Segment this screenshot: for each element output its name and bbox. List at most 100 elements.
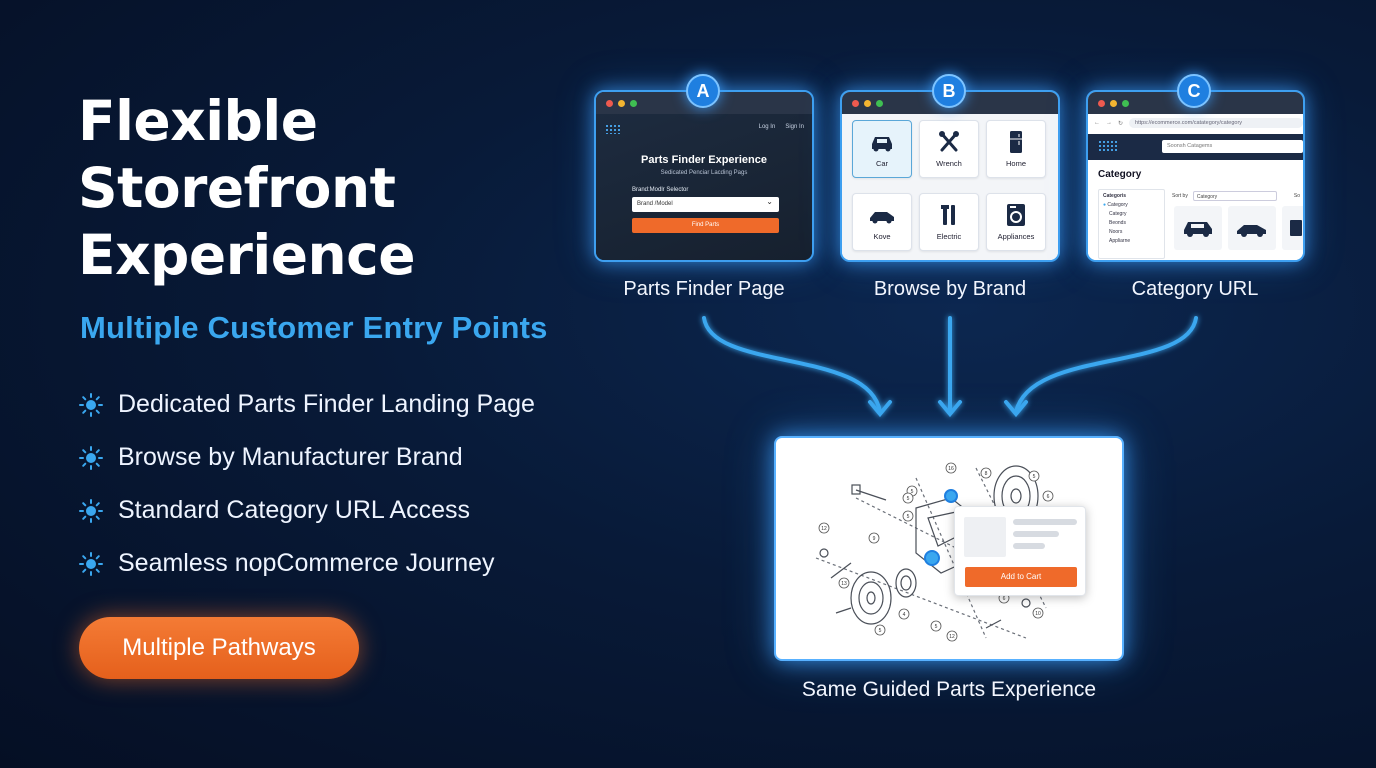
brand-tile-appliances[interactable]: Appliances xyxy=(986,192,1046,251)
callout-number: 4 xyxy=(903,612,906,618)
parts-finder-heading: Parts Finder Experience xyxy=(641,154,767,166)
sort-label: Sort by xyxy=(1172,193,1188,199)
close-dot-icon xyxy=(1098,99,1105,107)
arrowhead-a xyxy=(868,400,892,418)
sort-extra-label: So xyxy=(1293,193,1300,199)
tile-label: Wrench xyxy=(936,159,962,168)
address-bar-row: ← → ↻ https://ecommerce.com/catategory/c… xyxy=(1088,116,1303,130)
reload-icon[interactable]: ↻ xyxy=(1118,120,1124,127)
tools-icon xyxy=(941,204,955,225)
badge-b: B xyxy=(932,74,966,108)
sort-select[interactable]: Category xyxy=(1192,191,1277,201)
forward-arrow-icon[interactable]: → xyxy=(1106,120,1112,126)
subtitle: Multiple Customer Entry Points xyxy=(80,310,548,345)
tile-label: Kove xyxy=(873,231,891,241)
login-link[interactable]: Log In xyxy=(758,124,776,130)
product-card[interactable] xyxy=(1228,206,1276,250)
category-sidebar: Categoris ● Category Categry Beonds Noor… xyxy=(1098,189,1165,259)
callout-number: 5 xyxy=(935,624,938,630)
tile-label: Appliances xyxy=(997,231,1035,241)
sidebar-item[interactable]: Categry xyxy=(1109,211,1127,217)
sort-control: Sort by Category xyxy=(1172,191,1277,201)
category-url-window[interactable]: ← → ↻ https://ecommerce.com/catategory/c… xyxy=(1086,90,1305,262)
washing-machine-icon xyxy=(1007,203,1025,226)
brand-tile-car[interactable]: Car xyxy=(852,120,912,178)
arrow-c xyxy=(1014,316,1198,414)
feature-item: Seamless nopCommerce Journey xyxy=(78,537,535,590)
find-parts-button[interactable]: Find Parts xyxy=(632,218,779,233)
arrowhead-b xyxy=(938,400,962,418)
callout-number: 16 xyxy=(948,466,954,472)
callout-number: 8 xyxy=(985,471,988,477)
close-dot-icon xyxy=(606,99,613,107)
category-title: Category xyxy=(1098,169,1142,180)
maximize-dot-icon xyxy=(630,99,637,107)
parts-finder-subheading: Sedicated Penciar Lacding Pags xyxy=(660,170,748,176)
refrigerator-icon xyxy=(1010,131,1022,153)
category-url-label: Category URL xyxy=(1131,278,1259,300)
badge-a: A xyxy=(686,74,720,108)
placeholder-line xyxy=(1013,531,1059,537)
sedan-icon xyxy=(1237,225,1266,237)
back-arrow-icon[interactable]: ← xyxy=(1094,120,1100,126)
sparkle-icon xyxy=(78,445,104,471)
brand-model-select[interactable]: Brand /Model xyxy=(632,197,779,212)
parts-finder-label: Parts Finder Page xyxy=(623,278,785,300)
appliance-icon xyxy=(1289,220,1302,236)
multiple-pathways-button[interactable]: Multiple Pathways xyxy=(79,617,359,679)
brand-tile-wrench[interactable]: Wrench xyxy=(919,120,979,178)
maximize-dot-icon xyxy=(1122,99,1129,107)
maximize-dot-icon xyxy=(876,99,883,107)
feature-item: Dedicated Parts Finder Landing Page xyxy=(78,378,535,431)
feature-list: Dedicated Parts Finder Landing Page Brow… xyxy=(78,378,535,590)
feature-item: Standard Category URL Access xyxy=(78,484,535,537)
minimize-dot-icon xyxy=(864,99,871,107)
logo-icon xyxy=(1098,140,1118,152)
brand-tile-electric[interactable]: Electric xyxy=(919,192,979,251)
callout-number: 12 xyxy=(821,526,827,532)
product-popup: Add to Cart xyxy=(954,506,1086,596)
sidebar-item[interactable]: Noors xyxy=(1109,229,1123,235)
sidebar-heading: Categoris xyxy=(1103,193,1127,199)
callout-number: 5 xyxy=(907,496,910,502)
logo-icon xyxy=(605,124,621,134)
browse-by-brand-window[interactable]: Car Wrench Home Kove Electric Appliances xyxy=(840,90,1060,262)
headline-line-2: Storefront xyxy=(78,156,396,220)
callout-number: 5 xyxy=(911,489,914,495)
car-icon xyxy=(872,137,892,152)
callout-number: 9 xyxy=(873,536,876,542)
product-card[interactable] xyxy=(1174,206,1222,250)
url-field[interactable]: https://ecommerce.com/catategory/categor… xyxy=(1129,118,1303,128)
sparkle-icon xyxy=(78,551,104,577)
callout-number: 13 xyxy=(841,581,847,587)
callout-number: 6 xyxy=(1003,596,1006,602)
brand-tile-kove[interactable]: Kove xyxy=(852,192,912,251)
selector-label: Brand:Modlr Selector xyxy=(632,187,689,193)
sedan-icon xyxy=(870,211,894,223)
parts-finder-window[interactable]: Log In Sign In Parts Finder Experience S… xyxy=(594,90,814,262)
sparkle-icon xyxy=(78,392,104,418)
sparkle-icon xyxy=(78,498,104,524)
sidebar-item[interactable]: ● Category xyxy=(1103,202,1128,208)
search-input[interactable]: Soonsh Catagems xyxy=(1162,140,1303,153)
placeholder-line xyxy=(1013,543,1045,549)
add-to-cart-button[interactable]: Add to Cart xyxy=(965,567,1077,587)
tile-label: Car xyxy=(875,159,889,168)
callout-number: 5 xyxy=(907,514,910,520)
callout-number: 5 xyxy=(879,628,882,634)
badge-c: C xyxy=(1177,74,1211,108)
feature-text: Dedicated Parts Finder Landing Page xyxy=(118,390,535,418)
signin-link[interactable]: Sign In xyxy=(785,124,804,130)
sidebar-item[interactable]: Beonds xyxy=(1109,220,1126,226)
callout-number: 5 xyxy=(1033,474,1036,480)
sidebar-item[interactable]: Appliarne xyxy=(1109,238,1131,244)
headline-line-1: Flexible xyxy=(78,89,318,153)
arrowhead-c xyxy=(1004,400,1028,418)
product-card[interactable] xyxy=(1282,206,1303,250)
headline: Flexible Storefront Experience xyxy=(78,88,518,289)
brand-tile-home[interactable]: Home xyxy=(986,120,1046,178)
arrow-a xyxy=(702,316,882,414)
tile-label: Home xyxy=(1005,159,1026,168)
